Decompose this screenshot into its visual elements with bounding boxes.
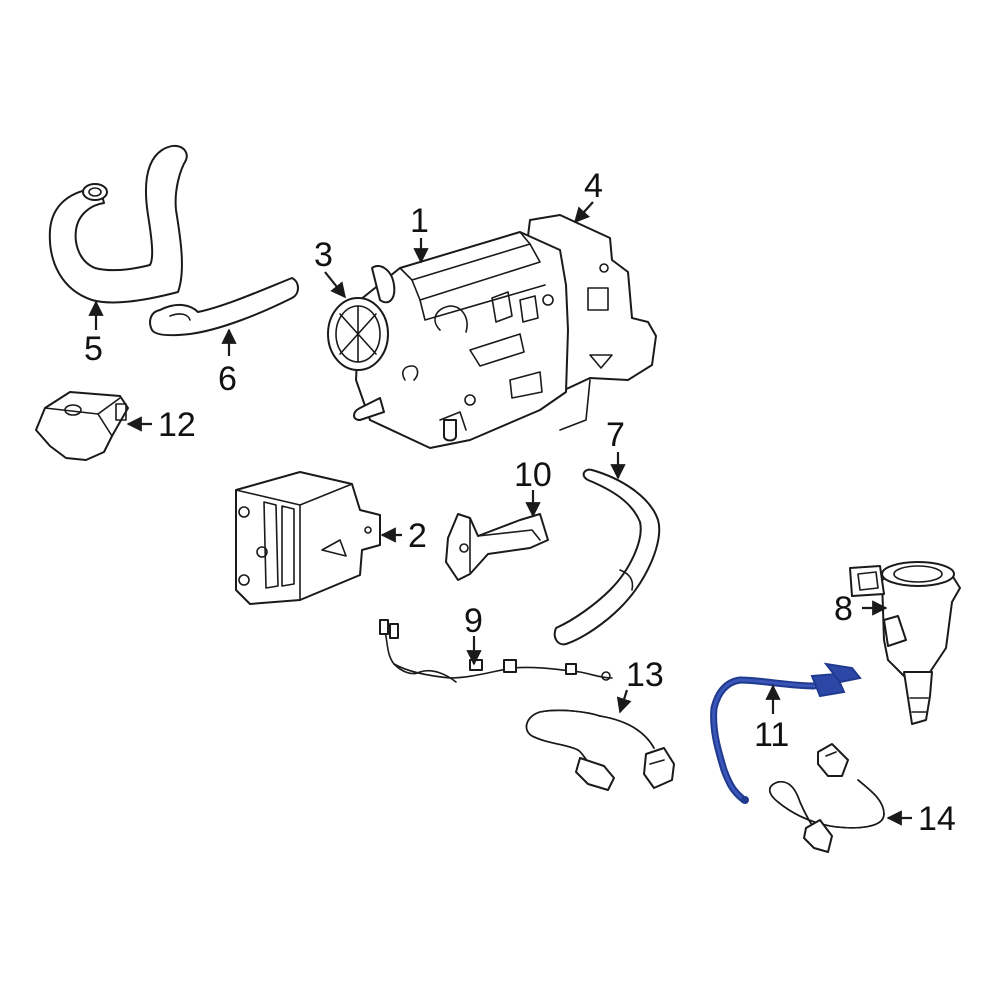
callout-12: 12 [158, 406, 196, 444]
callout-7: 7 [606, 416, 625, 454]
callout-8: 8 [834, 590, 853, 628]
callout-3: 3 [314, 236, 333, 274]
part-13-oxygen-sensor[interactable] [525, 709, 675, 791]
part-8-purge-valve[interactable] [849, 561, 961, 725]
part-14-oxygen-sensor[interactable] [768, 743, 885, 853]
callout-4: 4 [584, 167, 603, 205]
part-1-vapor-canister[interactable] [353, 231, 569, 449]
part-5-hose[interactable] [48, 144, 188, 304]
callout-labels: 1 2 3 4 5 6 7 8 9 10 11 12 13 14 [84, 167, 956, 838]
part-11-hose-highlighted[interactable] [710, 662, 862, 804]
part-12-sensor[interactable] [35, 391, 129, 461]
part-10-bracket[interactable] [445, 513, 549, 581]
leader-lines [88, 201, 912, 826]
callout-5: 5 [84, 330, 103, 368]
part-3-filter[interactable] [327, 265, 396, 371]
part-7-hose[interactable] [553, 468, 661, 646]
callout-10: 10 [514, 456, 552, 494]
part-6-hose[interactable] [149, 277, 299, 337]
callout-9: 9 [464, 602, 483, 640]
callout-11: 11 [754, 716, 789, 754]
callout-2: 2 [408, 517, 427, 555]
callout-14: 14 [918, 800, 956, 838]
callout-13: 13 [626, 656, 664, 694]
callout-6: 6 [218, 360, 237, 398]
callout-1: 1 [410, 202, 429, 240]
part-2-box[interactable] [235, 471, 381, 605]
